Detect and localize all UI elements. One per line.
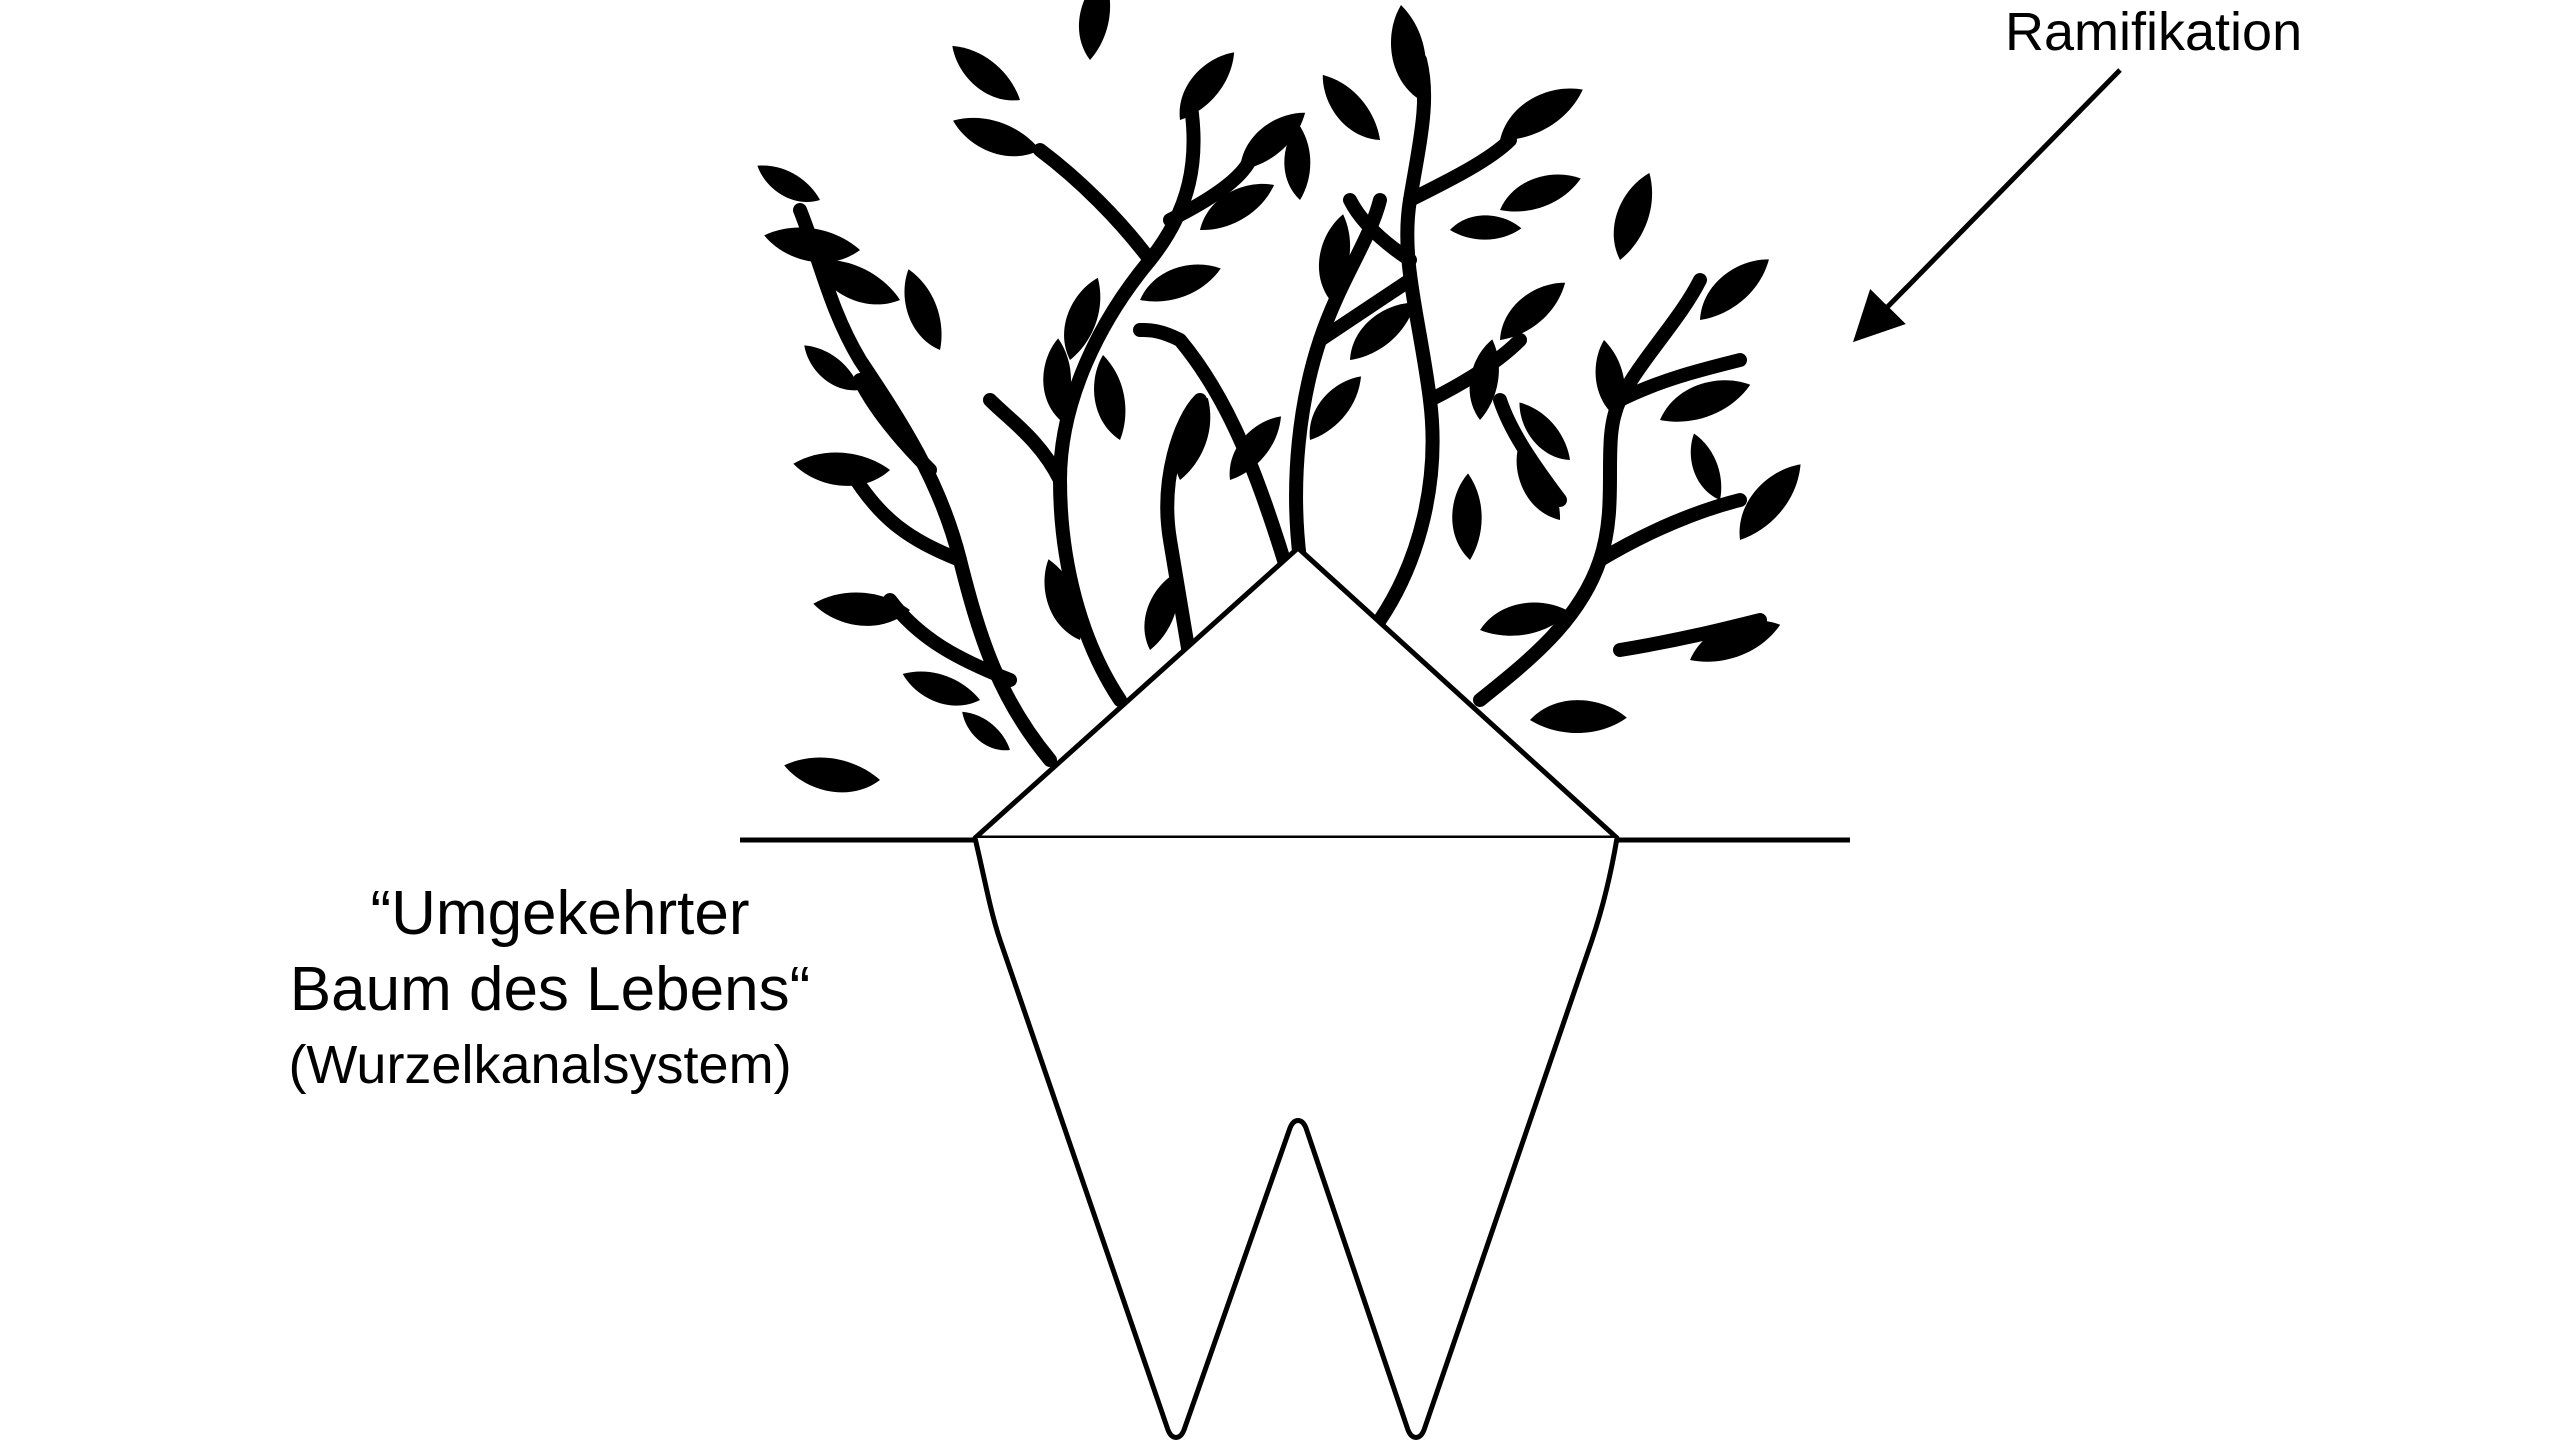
caption-line-2: Baum des Lebens“: [289, 955, 811, 1024]
root-canal-caption: “Umgekehrter Baum des Lebens“ (Wurzelkan…: [140, 878, 940, 1100]
ramification-label: Ramifikation: [2005, 2, 2303, 62]
caption-line-3: (Wurzelkanalsystem): [288, 1035, 792, 1095]
tooth-root: [972, 837, 1620, 1440]
foliage-branches: [793, 53, 1767, 767]
ramification-arrow: [1852, 68, 2122, 343]
caption-line-1: “Umgekehrter: [370, 879, 750, 948]
